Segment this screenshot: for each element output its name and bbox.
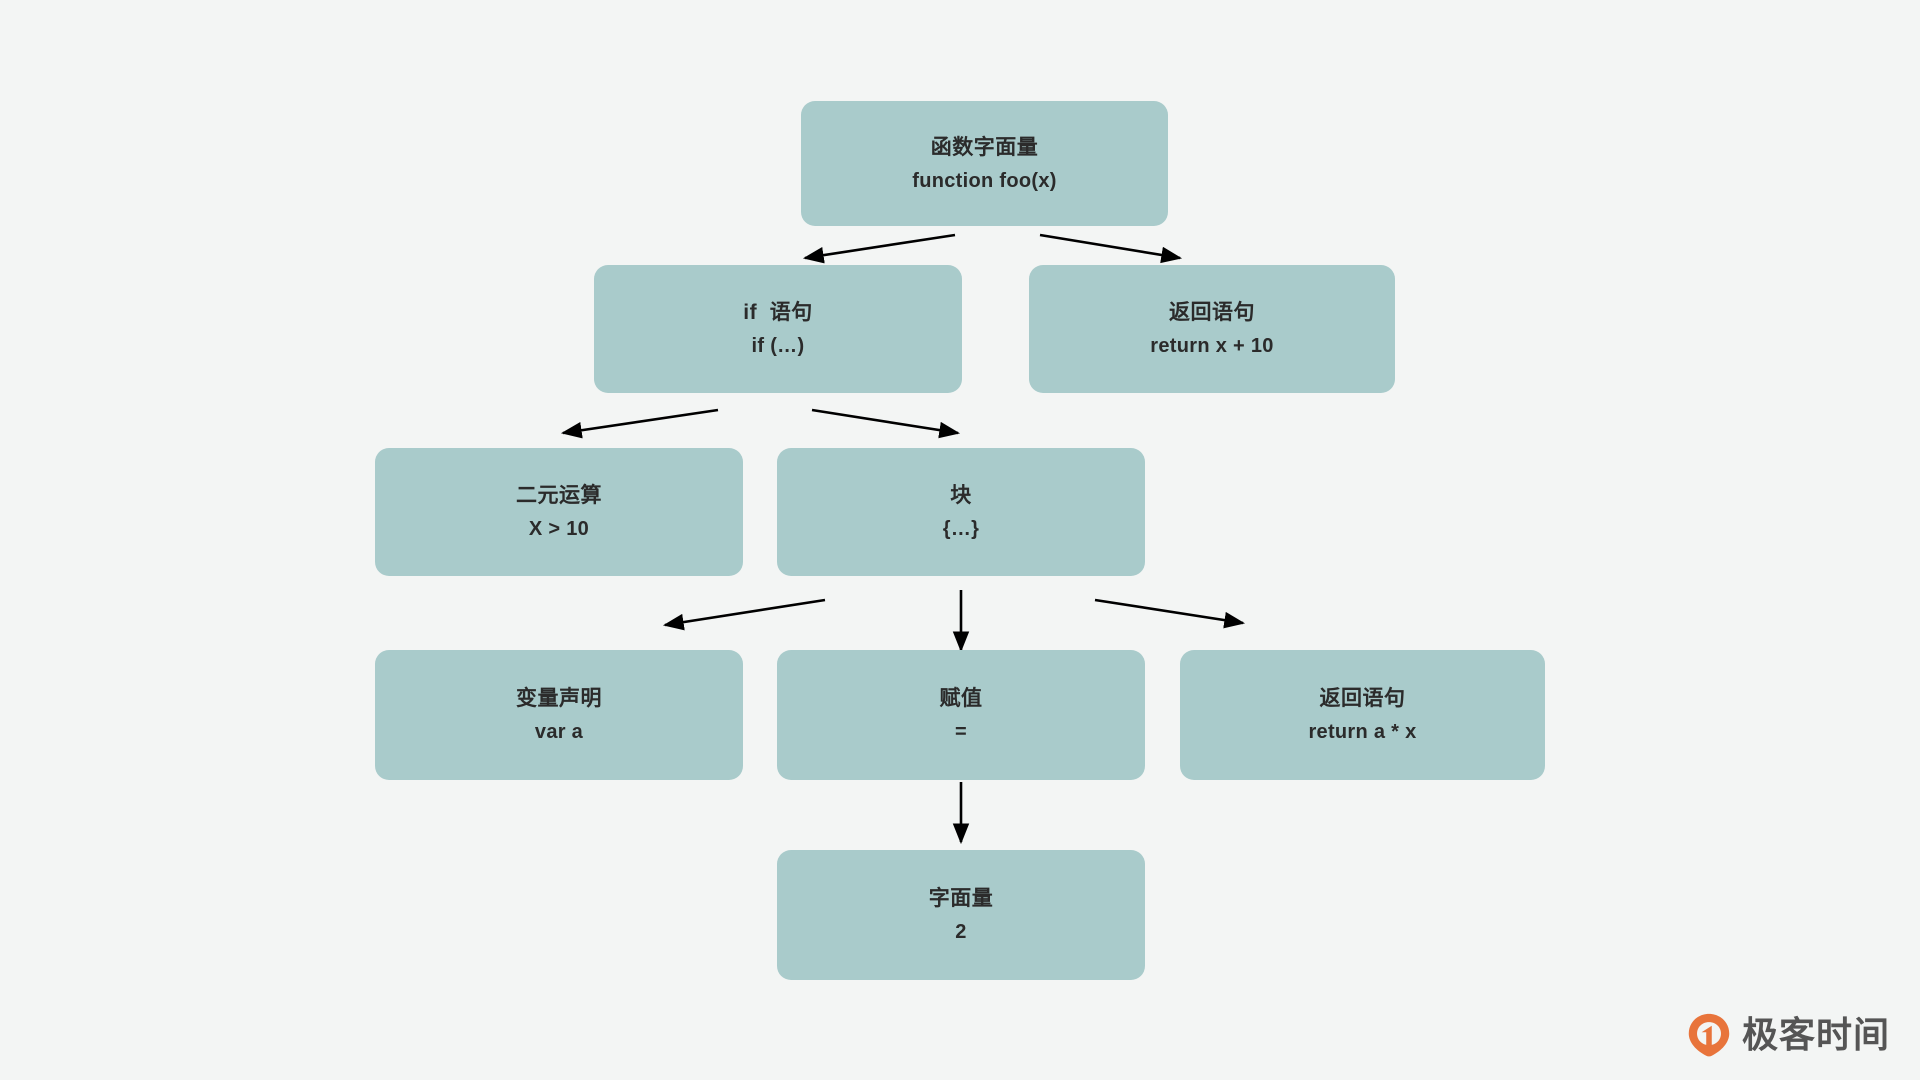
edge-block-to-return-inner bbox=[1094, 598, 1246, 629]
node-return-statement-top[interactable]: 返回语句 return x + 10 bbox=[1029, 265, 1395, 393]
node-title: 二元运算 bbox=[516, 484, 602, 507]
node-title: 字面量 bbox=[928, 887, 994, 910]
geektime-logo-icon bbox=[1688, 1013, 1730, 1057]
node-code: = bbox=[955, 721, 967, 743]
node-binary-operation[interactable]: 二元运算 X > 10 bbox=[375, 448, 743, 576]
node-function-literal[interactable]: 函数字面量 function foo(x) bbox=[801, 101, 1168, 226]
node-return-statement-inner[interactable]: 返回语句 return a * x bbox=[1180, 650, 1545, 780]
edge-root-to-return-top bbox=[1039, 233, 1183, 264]
node-code: if (…) bbox=[751, 335, 805, 357]
node-code: return x + 10 bbox=[1150, 335, 1274, 357]
node-variable-declaration[interactable]: 变量声明 var a bbox=[375, 650, 743, 780]
watermark-brand: 极客时间 bbox=[1741, 1014, 1890, 1055]
node-code: {…} bbox=[942, 518, 980, 540]
watermark: 极客时间 bbox=[1686, 1012, 1890, 1058]
node-title: 赋值 bbox=[939, 687, 983, 710]
node-title: if 语句 bbox=[743, 301, 813, 324]
edge-if-to-block bbox=[811, 408, 961, 439]
node-literal[interactable]: 字面量 2 bbox=[777, 850, 1145, 980]
node-title: 返回语句 bbox=[1169, 301, 1255, 324]
node-title: 返回语句 bbox=[1319, 687, 1406, 710]
node-code: var a bbox=[534, 721, 584, 743]
node-title: 函数字面量 bbox=[930, 135, 1039, 159]
node-code: return a * x bbox=[1308, 721, 1417, 743]
node-title: 块 bbox=[950, 484, 972, 507]
edge-block-to-vardecl bbox=[662, 598, 826, 631]
edge-root-to-if bbox=[802, 233, 956, 264]
node-title: 变量声明 bbox=[516, 687, 602, 710]
node-code: 2 bbox=[955, 921, 967, 943]
node-code: X > 10 bbox=[528, 518, 590, 540]
node-code: function foo(x) bbox=[912, 169, 1057, 192]
node-if-statement[interactable]: if 语句 if (…) bbox=[594, 265, 962, 393]
edge-if-to-binary bbox=[560, 408, 719, 439]
node-assignment[interactable]: 赋值 = bbox=[777, 650, 1145, 780]
node-block[interactable]: 块 {…} bbox=[777, 448, 1145, 576]
